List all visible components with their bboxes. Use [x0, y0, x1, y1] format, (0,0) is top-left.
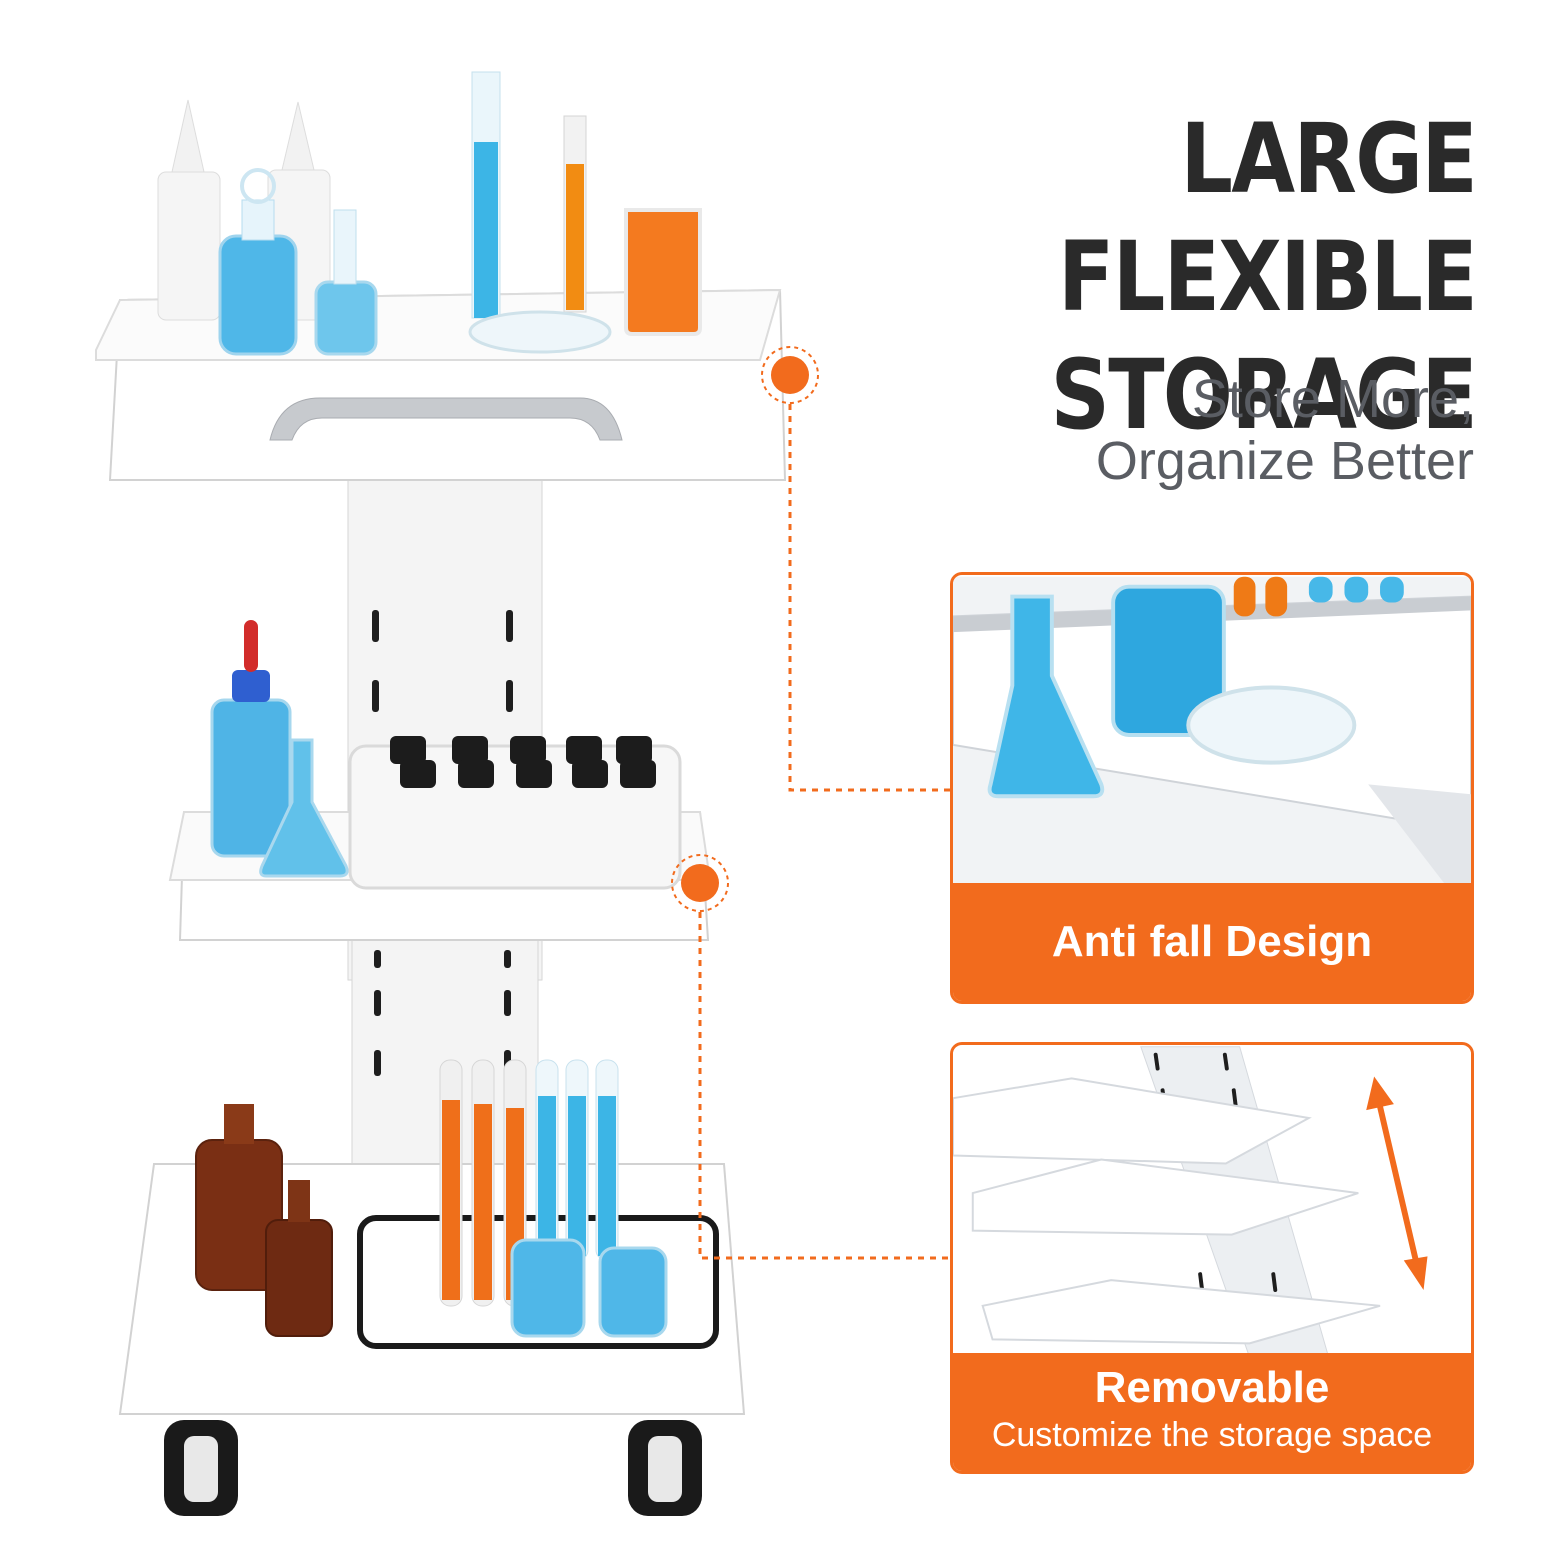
subhead: Store More, Organize Better	[914, 368, 1474, 492]
adjust-arrow-icon	[1366, 1076, 1428, 1290]
feature-card-anti-fall: Anti fall Design	[950, 572, 1474, 1004]
subhead-line-1: Store More,	[1191, 369, 1474, 429]
feature-card-removable: Removable Customize the storage space	[950, 1042, 1474, 1474]
product-image-lab-cart	[95, 71, 787, 1516]
feature-subtitle: Customize the storage space	[991, 1416, 1433, 1454]
feature-band-anti-fall: Anti fall Design	[953, 883, 1471, 1001]
subhead-line-2: Organize Better	[1095, 431, 1474, 491]
feature-band-removable: Removable Customize the storage space	[953, 1353, 1471, 1471]
feature-title: Removable	[1094, 1363, 1330, 1412]
headline-line-1: LARGE FLEXIBLE	[1058, 103, 1478, 333]
headline: LARGE FLEXIBLE STORAGE	[822, 100, 1478, 454]
feature-image-adjustable-shelves	[953, 1046, 1471, 1358]
headline-line-2: STORAGE	[1050, 339, 1477, 451]
feature-image-anti-fall-shelf	[953, 576, 1471, 888]
feature-title: Anti fall Design	[1051, 917, 1373, 966]
